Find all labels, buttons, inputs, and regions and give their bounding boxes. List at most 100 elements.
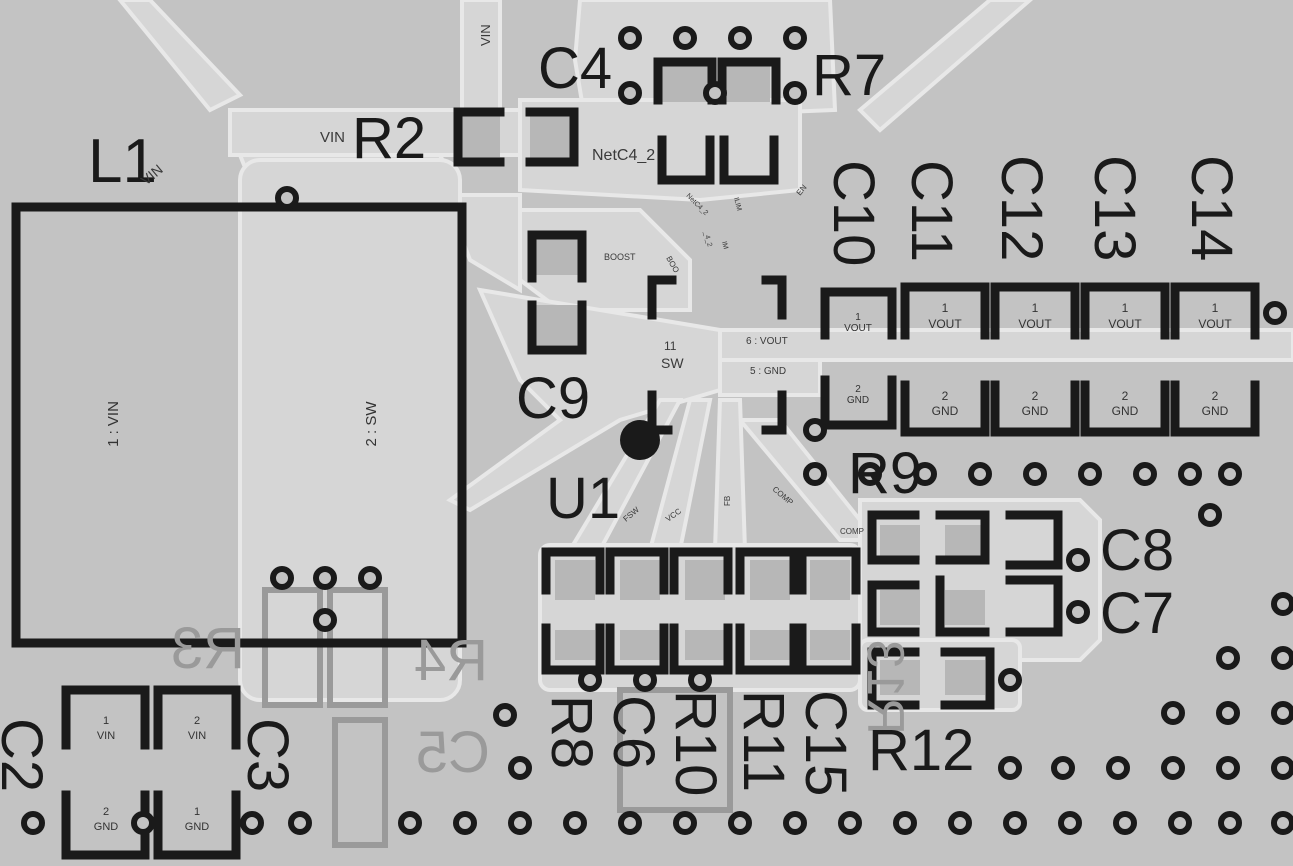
pad-c4-2	[720, 62, 770, 102]
outline-c7-left	[867, 580, 920, 637]
via	[493, 703, 517, 727]
refdes-c9: C9	[516, 366, 590, 431]
via	[1271, 592, 1293, 616]
pad-num-c3-1: 1	[194, 806, 200, 818]
pad-labels: 1 : VIN 2 : SW 1 VIN 2 VIN 2 GND 1 GND 1…	[94, 301, 1233, 833]
outline-c10-lower	[820, 375, 897, 430]
outline-c6-upper	[605, 547, 669, 595]
via	[578, 668, 602, 692]
via	[1051, 756, 1075, 780]
outline-c14-lower	[1170, 380, 1260, 437]
via	[783, 811, 807, 835]
outline-r8-lower	[541, 623, 605, 675]
net-vin-r2: VIN	[320, 129, 345, 146]
via	[913, 462, 937, 486]
via	[21, 811, 45, 835]
pad-net-c14-2: GND	[1202, 404, 1229, 418]
via	[1106, 756, 1130, 780]
outline-u1-tl	[647, 275, 677, 320]
via	[688, 668, 712, 692]
refdes-c2: C2	[0, 718, 54, 792]
refdes-r10: R10	[663, 690, 728, 796]
via	[1271, 701, 1293, 725]
via	[275, 186, 299, 210]
outline-r2-right	[525, 107, 579, 167]
net-gnd5: 5 : GND	[750, 366, 786, 377]
outline-c2-upper	[61, 685, 150, 750]
via	[131, 811, 155, 835]
pad-r8-b	[555, 560, 595, 600]
pad-num-c12-2: 2	[1032, 389, 1039, 403]
refdes-c3: C3	[235, 718, 300, 792]
via-row-r9	[803, 462, 1242, 486]
outline-c12-lower	[990, 380, 1080, 437]
pad-num-c12-1: 1	[1032, 301, 1039, 315]
pad-c8-b	[945, 525, 985, 560]
via	[1178, 462, 1202, 486]
via	[728, 26, 752, 50]
via	[783, 26, 807, 50]
pad-r11-a	[750, 630, 790, 660]
outline-r8-upper	[541, 547, 605, 595]
net-im: IM	[720, 241, 729, 250]
top-silkscreen	[11, 57, 1260, 860]
pad-label-l1-1: 1 : VIN	[105, 401, 122, 447]
via	[803, 418, 827, 442]
via	[1161, 756, 1185, 780]
refdes-r8: R8	[539, 695, 604, 769]
pad-num-c3-2: 2	[194, 715, 200, 727]
pad-num-c11-2: 2	[942, 389, 949, 403]
outline-r13-ghost	[617, 687, 733, 813]
refdes-r12: R12	[868, 718, 974, 783]
outline-c14-upper	[1170, 282, 1260, 340]
pad-net-c10-1: VOUT	[844, 323, 872, 334]
pad-r8-a	[555, 630, 595, 660]
via	[728, 811, 752, 835]
refdes-c7: C7	[1100, 581, 1174, 646]
top-refdes: L1 C4 R7 R2 C9 U1 R9 C8 C7 R12 C10 C11 C…	[0, 36, 1244, 796]
pad-num-c11-1: 1	[942, 301, 949, 315]
refdes-r4: R4	[414, 628, 488, 693]
outline-c10-upper	[820, 287, 897, 340]
refdes-c5: C5	[416, 720, 490, 785]
via	[453, 811, 477, 835]
pad-num-c14-1: 1	[1212, 301, 1219, 315]
via	[1133, 462, 1157, 486]
refdes-r11: R11	[731, 690, 796, 792]
pad-c4-1	[660, 62, 710, 102]
outline-c5-ghost	[332, 717, 388, 848]
via	[948, 811, 972, 835]
via	[703, 81, 727, 105]
refdes-c4: C4	[538, 36, 612, 101]
via	[1003, 811, 1027, 835]
via	[270, 566, 294, 590]
via	[858, 462, 882, 486]
net-comp2: COMP	[840, 527, 864, 536]
pad-num-c14-2: 2	[1212, 389, 1219, 403]
via	[783, 81, 807, 105]
via	[313, 608, 337, 632]
pad-c9-1	[532, 235, 582, 275]
via	[1216, 756, 1240, 780]
pad-c15-a	[810, 630, 850, 660]
refdes-u1: U1	[546, 466, 620, 531]
pad-c7-a	[880, 590, 920, 625]
outline-c7-mid	[935, 575, 990, 637]
refdes-l1: L1	[88, 127, 157, 196]
refdes-c14: C14	[1179, 155, 1244, 261]
pad-c15-b	[810, 560, 850, 600]
net-fb: FB	[723, 496, 732, 506]
u1-pin1-marker	[620, 420, 660, 460]
pad-net-c3-2: VIN	[188, 730, 206, 742]
pad-c7-b	[945, 590, 985, 625]
via	[803, 462, 827, 486]
via	[998, 668, 1022, 692]
fanout-fb	[712, 398, 748, 552]
via	[508, 756, 532, 780]
refdes-c13: C13	[1082, 155, 1147, 261]
via	[618, 811, 642, 835]
pad-r2-2	[530, 112, 570, 162]
pad-net-c10-2: GND	[847, 395, 869, 406]
via	[673, 26, 697, 50]
